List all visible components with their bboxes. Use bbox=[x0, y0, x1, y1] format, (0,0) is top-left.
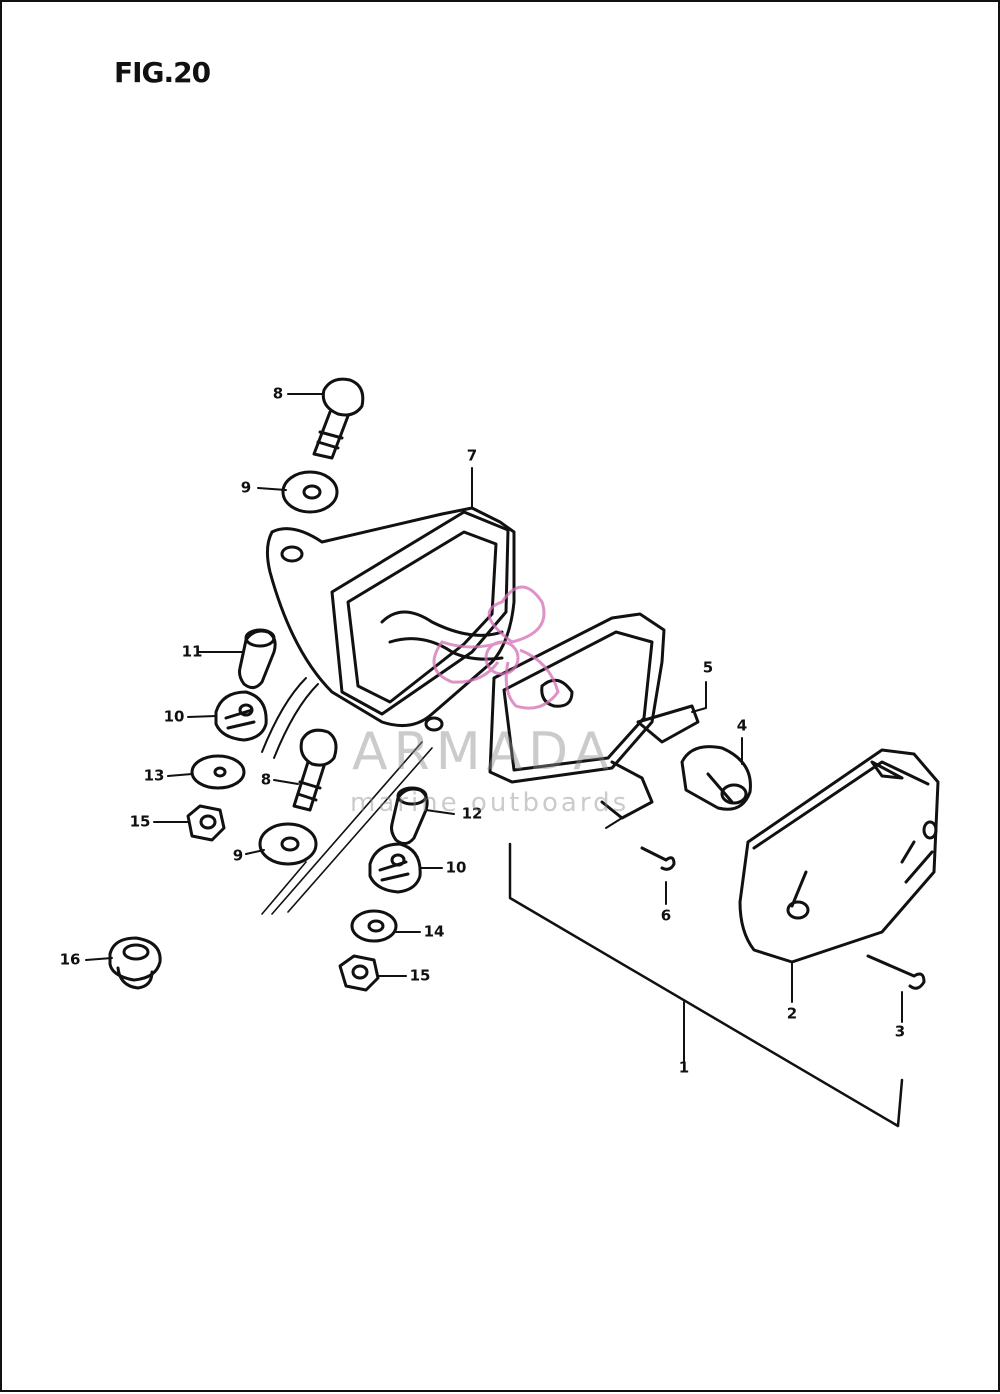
callout-8-lower: 8 bbox=[260, 770, 272, 789]
nut-lower bbox=[338, 954, 380, 992]
callout-9-upper: 9 bbox=[240, 478, 252, 497]
bolt-lower bbox=[292, 728, 338, 812]
callout-14: 14 bbox=[423, 922, 445, 941]
washer-lower bbox=[258, 822, 318, 866]
tail-light-housing bbox=[265, 506, 516, 732]
callout-15-upper: 15 bbox=[129, 812, 151, 831]
watermark-tagline: marine outboards bbox=[350, 788, 630, 818]
callout-7: 7 bbox=[466, 446, 478, 465]
callout-10-upper: 10 bbox=[163, 707, 185, 726]
figure-title: FIG.20 bbox=[114, 56, 211, 89]
watermark-logo bbox=[432, 585, 560, 710]
cushion-upper bbox=[214, 690, 268, 742]
callout-10-lower: 10 bbox=[445, 858, 467, 877]
callout-11: 11 bbox=[181, 642, 203, 661]
washer-14 bbox=[350, 909, 398, 943]
callout-12: 12 bbox=[461, 804, 483, 823]
callout-1: 1 bbox=[678, 1058, 690, 1077]
spacer-lower bbox=[390, 786, 429, 845]
screw-lens-long bbox=[866, 954, 926, 990]
callout-5: 5 bbox=[702, 658, 714, 677]
callout-2: 2 bbox=[786, 1004, 798, 1023]
tail-light-lens bbox=[738, 748, 940, 964]
callout-4: 4 bbox=[736, 716, 748, 735]
callout-13: 13 bbox=[143, 766, 165, 785]
callout-16: 16 bbox=[59, 950, 81, 969]
bulb bbox=[680, 745, 752, 811]
nut-upper bbox=[186, 804, 226, 842]
screw-lens bbox=[640, 846, 676, 871]
washer-upper bbox=[281, 470, 339, 514]
lamp-socket-frame bbox=[488, 612, 700, 820]
callout-3: 3 bbox=[894, 1022, 906, 1041]
callout-6: 6 bbox=[660, 906, 672, 925]
callout-9-lower: 9 bbox=[232, 846, 244, 865]
callout-8-upper: 8 bbox=[272, 384, 284, 403]
bolt-upper bbox=[312, 377, 365, 460]
spacer-upper bbox=[238, 628, 277, 689]
washer-13 bbox=[190, 754, 246, 790]
grommet bbox=[108, 936, 162, 990]
callout-15-lower: 15 bbox=[409, 966, 431, 985]
watermark-brand: ARMADA bbox=[352, 722, 615, 782]
cushion-lower bbox=[368, 842, 422, 894]
